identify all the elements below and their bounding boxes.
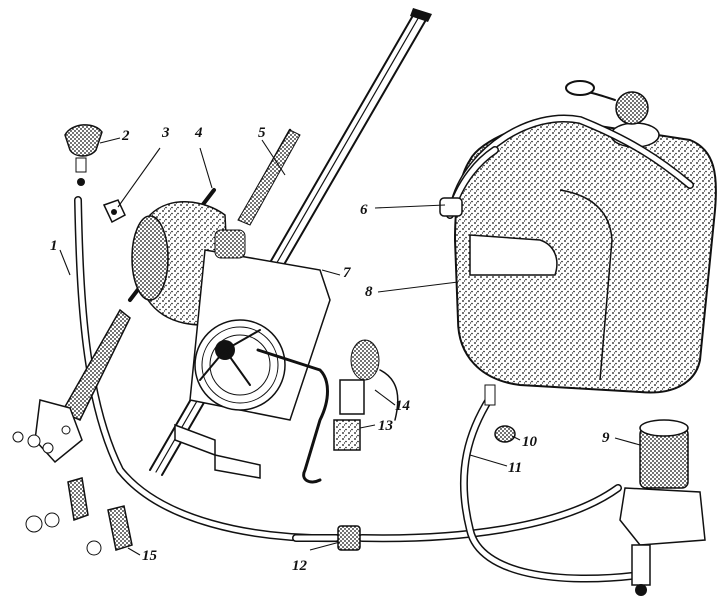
callout-11: 11 xyxy=(508,460,522,476)
callout-5: 5 xyxy=(258,125,266,141)
callout-3: 3 xyxy=(161,125,170,141)
callout-9: 9 xyxy=(602,430,610,446)
callout-4: 4 xyxy=(194,125,203,141)
callout-6: 6 xyxy=(360,202,368,218)
wiper-motor xyxy=(131,201,331,484)
washer-pump xyxy=(619,419,706,596)
callout-10: 10 xyxy=(522,434,538,450)
callout-12: 12 xyxy=(292,558,308,574)
callout-2: 2 xyxy=(121,128,130,144)
switch-and-connector xyxy=(333,339,399,451)
callout-7: 7 xyxy=(343,265,351,281)
callout-15: 15 xyxy=(142,548,158,564)
filter xyxy=(494,425,516,443)
callout-labels: 1 2 3 4 5 6 7 8 9 10 11 12 13 14 15 xyxy=(50,125,610,574)
spray-nozzle xyxy=(64,124,103,186)
nuts-and-washers xyxy=(12,431,102,556)
mounting-pads xyxy=(67,477,133,551)
callout-1: 1 xyxy=(50,238,58,254)
wiper-arm xyxy=(34,308,131,464)
callout-13: 13 xyxy=(378,418,394,434)
hose-system xyxy=(74,196,644,583)
leader-lines xyxy=(59,137,641,556)
clip xyxy=(102,199,126,224)
callout-14: 14 xyxy=(395,398,411,414)
tee-connector xyxy=(337,525,361,551)
washer-reservoir xyxy=(439,80,717,406)
callout-8: 8 xyxy=(365,284,373,300)
